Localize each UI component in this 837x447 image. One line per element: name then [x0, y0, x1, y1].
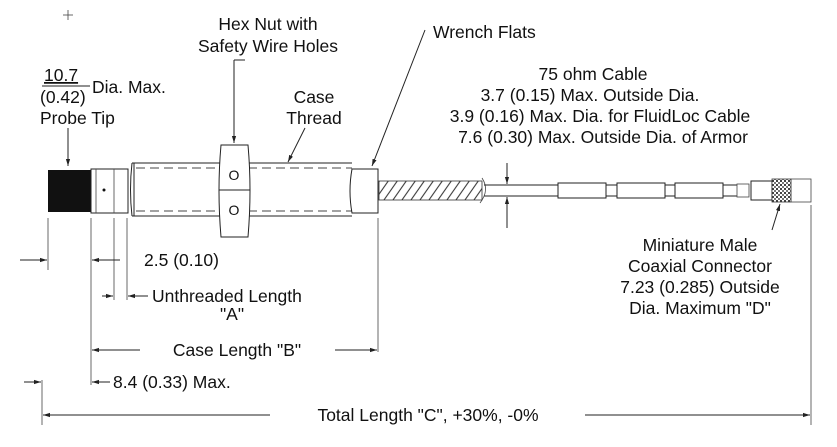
total-length-label: Total Length "C", +30%, -0%	[317, 405, 538, 425]
cable-spec: 7.6 (0.30) Max. Outside Dia. of Armor	[458, 127, 748, 147]
cable-spec: 75 ohm Cable	[539, 64, 648, 84]
connector-label: Dia. Maximum "D"	[629, 298, 771, 318]
probe-tip	[48, 170, 91, 212]
probe-tip-label: Probe Tip	[40, 108, 115, 128]
unthreaded-length-label: "A"	[220, 304, 244, 324]
wrench-flats	[349, 168, 379, 214]
coaxial-connector	[736, 178, 812, 203]
probe-drawing: O O	[48, 144, 812, 238]
dimension-lines	[20, 205, 812, 425]
connector-label: Miniature Male	[643, 235, 758, 255]
safety-wire-hole-top: O	[229, 167, 240, 183]
cable-spec: 3.7 (0.15) Max. Outside Dia.	[481, 85, 700, 105]
case-length-label: Case Length "B"	[173, 340, 301, 360]
cable-sleeve	[616, 182, 666, 199]
unthreaded-length-label: Unthreaded Length	[152, 286, 302, 306]
cable-sleeve	[557, 182, 607, 199]
probe-dia-in: (0.42)	[40, 87, 86, 107]
cable-sleeve	[674, 182, 724, 199]
probe-dia-suffix: Dia. Max.	[92, 77, 166, 97]
hex-nut-label: Safety Wire Holes	[198, 36, 338, 56]
safety-wire-hole-bottom: O	[229, 202, 240, 218]
hex-nut: O O	[218, 144, 251, 238]
cable	[484, 182, 737, 199]
unthreaded-section	[90, 168, 129, 214]
cable-spec: 3.9 (0.16) Max. Dia. for FluidLoc Cable	[450, 106, 751, 126]
connector-label: Coaxial Connector	[628, 256, 772, 276]
crosshair-mark	[63, 10, 73, 20]
connector-label: 7.23 (0.285) Outside	[620, 277, 780, 297]
leader-lines	[65, 29, 781, 231]
wrench-flats-label: Wrench Flats	[433, 22, 536, 42]
hex-nut-label: Hex Nut with	[218, 14, 317, 34]
case-thread-label: Thread	[286, 108, 341, 128]
case-thread-label: Case	[294, 87, 335, 107]
armor	[378, 180, 483, 201]
probe-dia-mm: 10.7	[44, 65, 78, 85]
dim-2-5-label: 2.5 (0.10)	[144, 250, 219, 270]
dim-8-4-label: 8.4 (0.33) Max.	[113, 372, 231, 392]
